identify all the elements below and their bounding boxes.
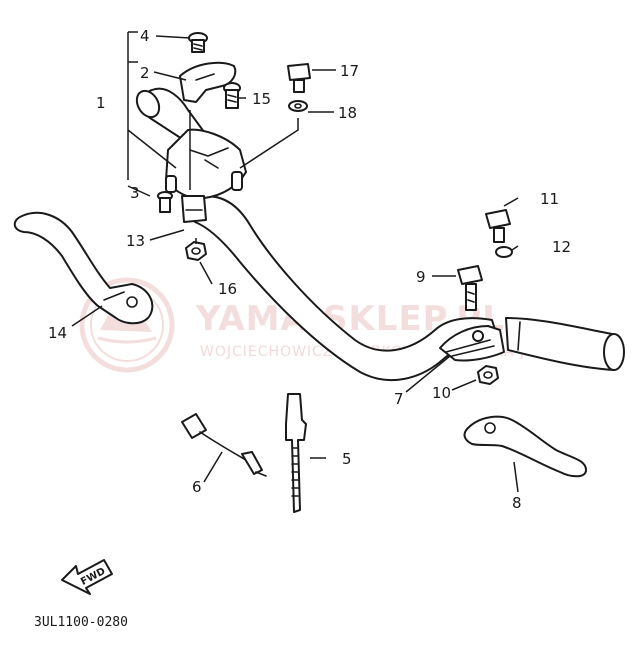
callout-11: 11 <box>540 190 559 208</box>
callout-1: 1 <box>96 94 106 112</box>
part-16-nut <box>185 241 207 261</box>
callout-3: 3 <box>130 184 140 202</box>
callout-14: 14 <box>48 324 67 342</box>
leader-lines <box>71 31 519 493</box>
left-grip-assembly <box>135 87 247 223</box>
part-18-washer <box>288 100 308 112</box>
callout-4: 4 <box>140 27 150 45</box>
callout-7: 7 <box>394 390 404 408</box>
fwd-arrow-icon: FWD <box>61 559 113 595</box>
callout-5: 5 <box>342 450 352 468</box>
part-6-cable <box>181 413 267 477</box>
drawing-code: 3UL1100-0280 <box>34 615 128 630</box>
callout-15: 15 <box>252 90 271 108</box>
part-15-bolt <box>223 82 241 109</box>
part-10-nut <box>477 365 499 385</box>
part-17-bolt <box>287 63 311 93</box>
callout-16: 16 <box>218 280 237 298</box>
part-2-lever-cover <box>179 61 237 103</box>
callout-9: 9 <box>416 268 426 286</box>
callout-10: 10 <box>432 384 451 402</box>
part-5-cable-tie <box>285 393 307 513</box>
callout-2: 2 <box>140 64 150 82</box>
right-grip-assembly <box>439 317 625 371</box>
callout-6: 6 <box>192 478 202 496</box>
part-14-clutch-lever <box>13 211 154 325</box>
callout-18: 18 <box>338 104 357 122</box>
part-8-brake-lever <box>463 415 587 478</box>
callouts: 1 2 3 4 5 6 7 8 9 10 11 12 13 14 15 16 1… <box>48 27 571 512</box>
part-9-bolt <box>457 265 483 311</box>
part-4-screw <box>188 32 208 53</box>
callout-8: 8 <box>512 494 522 512</box>
callout-13: 13 <box>126 232 145 250</box>
part-11-bolt <box>485 209 511 243</box>
callout-17: 17 <box>340 62 359 80</box>
part-3-screw <box>157 191 173 213</box>
part-12-washer <box>495 246 513 258</box>
callout-12: 12 <box>552 238 571 256</box>
